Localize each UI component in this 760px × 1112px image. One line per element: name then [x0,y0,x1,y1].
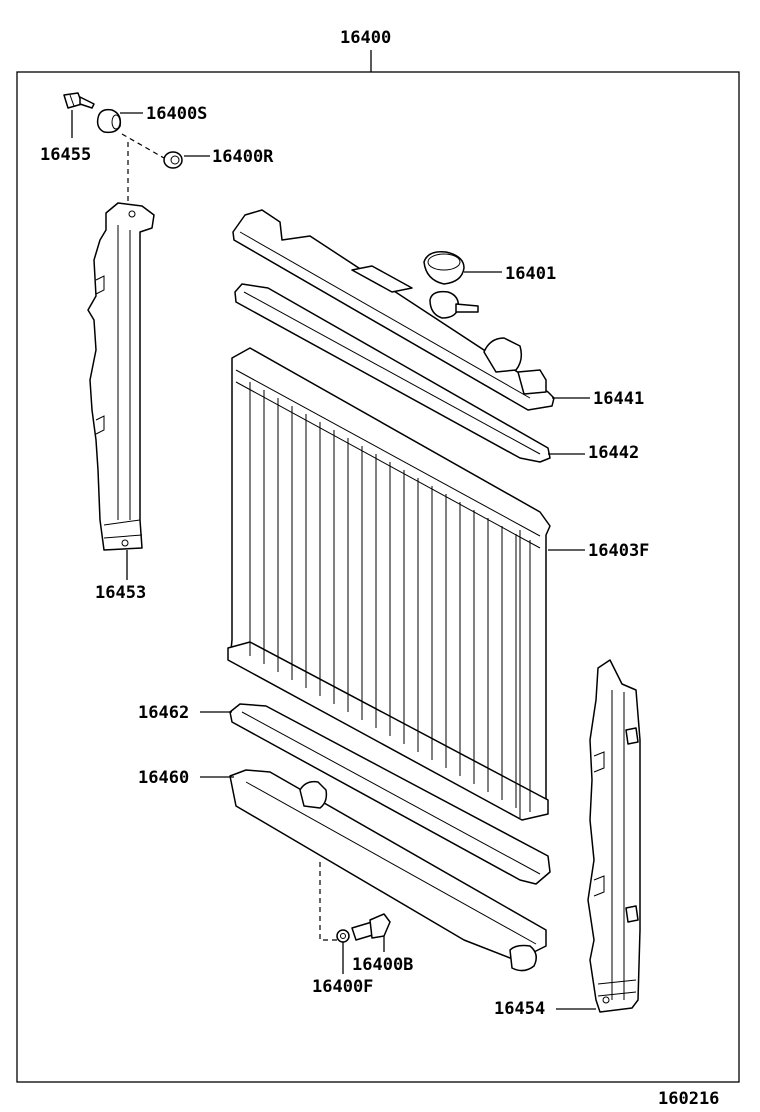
part-number-16400B: 16400B [352,955,413,975]
part-number-16441: 16441 [593,389,644,409]
core-fins [249,382,531,812]
drain-guide [319,862,338,941]
radiator-cap-part [423,250,465,285]
part-number-16400S: 16400S [146,104,207,124]
part-number-16400R: 16400R [212,147,274,167]
right-support-part [587,659,641,1013]
part-number-16400F: 16400F [312,977,373,997]
part-number-16401: 16401 [505,264,556,284]
upper-gasket-part [234,283,551,463]
part-number-16460: 16460 [138,768,189,788]
assembly-frame [16,71,740,1083]
drawing-id: 160216 [658,1089,719,1109]
assembly-number: 16400 [340,28,391,48]
drain-gasket-part [336,929,350,943]
radiator-core-part [227,347,551,821]
left-support-part [87,202,155,551]
upper-tank-part [232,209,555,411]
part-number-16442: 16442 [588,443,639,463]
lower-tank-part [229,769,547,972]
washer-part [163,151,183,169]
cushion-washer-guide [121,133,165,159]
part-number-16453: 16453 [95,583,146,603]
part-number-16454: 16454 [494,999,545,1019]
drain-cock-part [351,913,391,941]
lower-gasket-part [229,703,551,885]
part-number-16462: 16462 [138,703,189,723]
part-number-16403F: 16403F [588,541,649,561]
bolt-part [63,92,95,109]
part-number-16455: 16455 [40,145,91,165]
cushion-part [96,108,122,134]
